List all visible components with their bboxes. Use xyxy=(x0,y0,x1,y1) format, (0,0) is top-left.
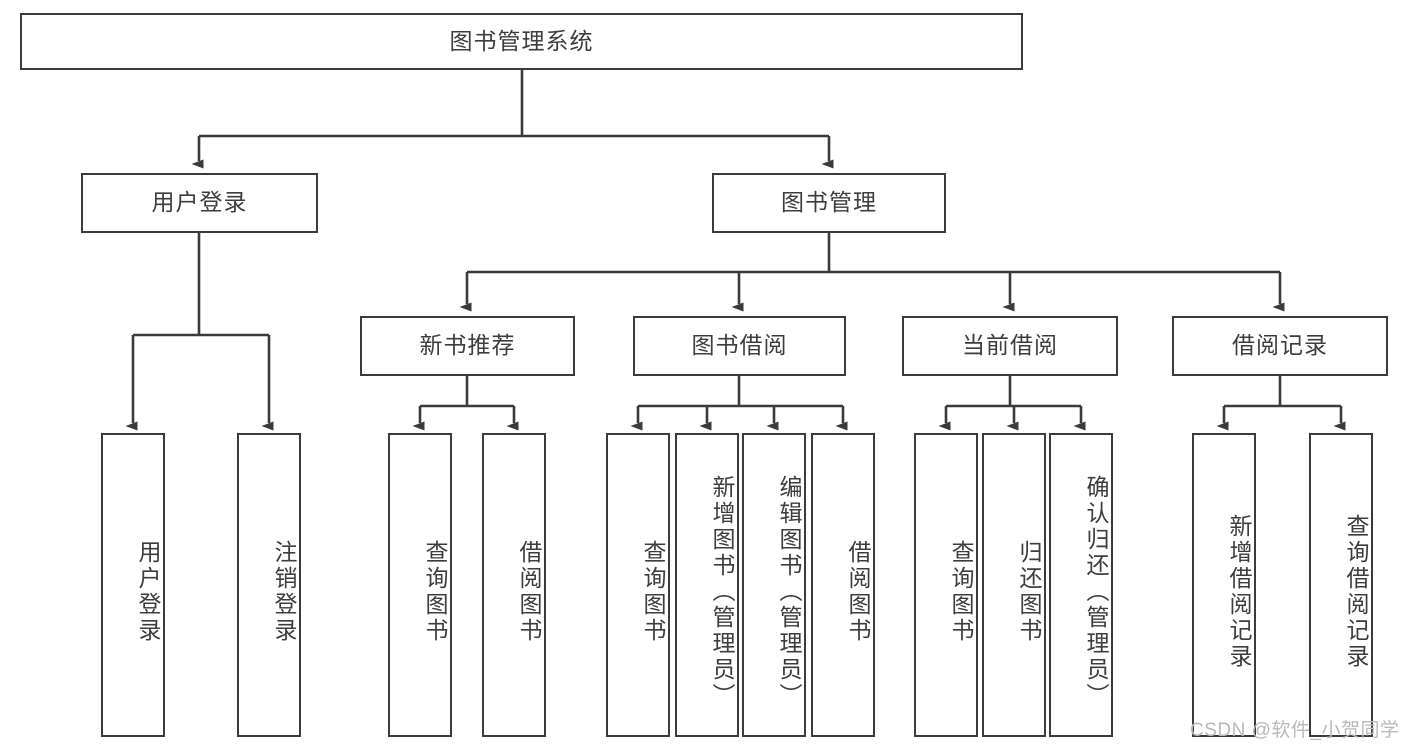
node-label: 当前借阅 xyxy=(962,332,1058,359)
leaf-new-book-query[interactable]: 查询图书 xyxy=(388,433,452,737)
leaf-borrow-record-add[interactable]: 新增借阅记录 xyxy=(1192,433,1256,737)
node-book-management[interactable]: 图书管理 xyxy=(712,173,946,233)
leaf-new-book-borrow[interactable]: 借阅图书 xyxy=(482,433,546,737)
node-label: 查询图书 xyxy=(422,540,448,644)
node-new-book-recommend[interactable]: 新书推荐 xyxy=(360,316,575,376)
leaf-borrow-record-query[interactable]: 查询借阅记录 xyxy=(1309,433,1373,737)
node-label: 新增借阅记录 xyxy=(1226,514,1252,670)
leaf-book-borrow-edit[interactable]: 编辑图书（管理员） xyxy=(742,433,806,737)
node-label: 用户登录 xyxy=(135,540,161,644)
leaf-user-login-signout[interactable]: 注销登录 xyxy=(237,433,301,737)
node-label: 图书借阅 xyxy=(691,332,788,359)
node-label: 编辑图书（管理员） xyxy=(776,475,802,709)
node-user-login[interactable]: 用户登录 xyxy=(81,173,318,233)
node-label: 确认归还（管理员） xyxy=(1083,475,1109,709)
node-label: 图书管理 xyxy=(781,189,877,216)
node-label: 图书管理系统 xyxy=(449,27,594,54)
node-label: 新书推荐 xyxy=(419,332,516,359)
leaf-book-borrow-lend[interactable]: 借阅图书 xyxy=(811,433,875,737)
node-label: 用户登录 xyxy=(151,189,248,216)
csdn-watermark: CSDN @软件_小贺同学 xyxy=(1190,720,1400,741)
node-current-borrow[interactable]: 当前借阅 xyxy=(902,316,1118,376)
node-label: 查询借阅记录 xyxy=(1343,514,1369,670)
node-root-system[interactable]: 图书管理系统 xyxy=(20,13,1023,70)
node-borrow-record[interactable]: 借阅记录 xyxy=(1172,316,1388,376)
node-label: 借阅图书 xyxy=(845,540,871,644)
node-book-borrow[interactable]: 图书借阅 xyxy=(633,316,846,376)
node-label: 借阅图书 xyxy=(516,540,542,644)
leaf-user-login-signin[interactable]: 用户登录 xyxy=(101,433,165,737)
leaf-current-borrow-return[interactable]: 归还图书 xyxy=(982,433,1046,737)
node-label: 归还图书 xyxy=(1016,540,1042,644)
node-label: 注销登录 xyxy=(271,540,297,644)
node-label: 新增图书（管理员） xyxy=(709,475,735,709)
leaf-current-borrow-confirm-return[interactable]: 确认归还（管理员） xyxy=(1049,433,1113,737)
leaf-book-borrow-add[interactable]: 新增图书（管理员） xyxy=(675,433,739,737)
node-label: 查询图书 xyxy=(640,540,666,644)
node-label: 借阅记录 xyxy=(1232,332,1328,359)
leaf-book-borrow-query[interactable]: 查询图书 xyxy=(606,433,670,737)
leaf-current-borrow-query[interactable]: 查询图书 xyxy=(914,433,978,737)
node-label: 查询图书 xyxy=(948,540,974,644)
